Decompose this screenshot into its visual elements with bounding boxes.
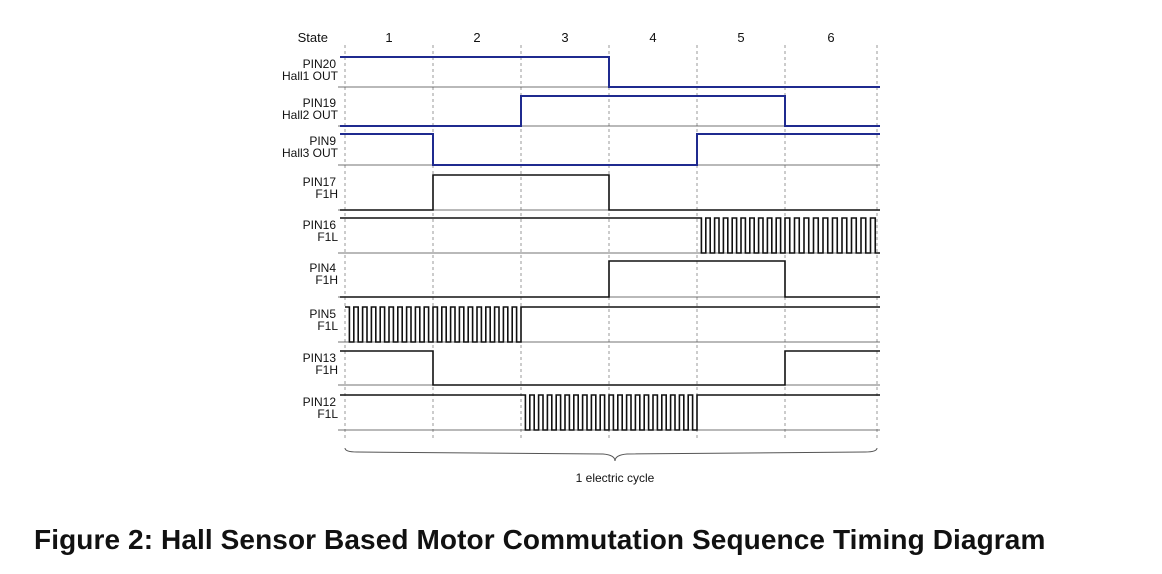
waveform-pin17: [340, 174, 880, 211]
signal-pin-label: PIN19: [303, 96, 337, 110]
state-number-6: 6: [827, 30, 834, 45]
signal-pin-label: PIN20: [303, 57, 337, 71]
signal-function-label: F1H: [315, 187, 338, 201]
signal-pin-label: PIN5: [309, 307, 336, 321]
waveform-pin13: [340, 350, 880, 386]
state-number-4: 4: [649, 30, 656, 45]
electric-cycle-brace: 1 electric cycle: [344, 447, 878, 485]
waveform-pin16: [340, 217, 880, 254]
figure-caption: Figure 2: Hall Sensor Based Motor Commut…: [34, 524, 1046, 555]
state-number-1: 1: [385, 30, 392, 45]
signal-function-label: Hall2 OUT: [282, 108, 339, 122]
signal-function-label: F1H: [315, 363, 338, 377]
state-header-label: State: [298, 30, 328, 45]
waveform-pin19: [340, 95, 880, 127]
signal-pin-label: PIN9: [309, 134, 336, 148]
signal-pin-label: PIN12: [303, 395, 337, 409]
waveform-pin5: [345, 306, 880, 343]
waveform-pin12: [340, 394, 880, 431]
signal-function-label: Hall1 OUT: [282, 69, 339, 83]
waveform-pin9: [340, 133, 880, 166]
signal-function-label: F1L: [317, 319, 338, 333]
state-number-2: 2: [473, 30, 480, 45]
state-number-3: 3: [561, 30, 568, 45]
cycle-brace: [344, 447, 878, 462]
signal-pin-label: PIN16: [303, 218, 337, 232]
signal-pin-label: PIN4: [309, 261, 336, 275]
signal-function-label: F1H: [315, 273, 338, 287]
waveform-pin4: [340, 260, 880, 298]
state-numbers: 1 2 3 4 5 6: [385, 30, 834, 45]
state-number-5: 5: [737, 30, 744, 45]
signal-pin-label: PIN13: [303, 351, 337, 365]
signal-function-label: Hall3 OUT: [282, 146, 339, 160]
signal-function-label: F1L: [317, 230, 338, 244]
cycle-label: 1 electric cycle: [576, 471, 655, 485]
state-boundary-guides: [344, 45, 878, 440]
signal-function-label: F1L: [317, 407, 338, 421]
signal-pin-label: PIN17: [303, 175, 337, 189]
waveform-pin20: [340, 56, 880, 88]
